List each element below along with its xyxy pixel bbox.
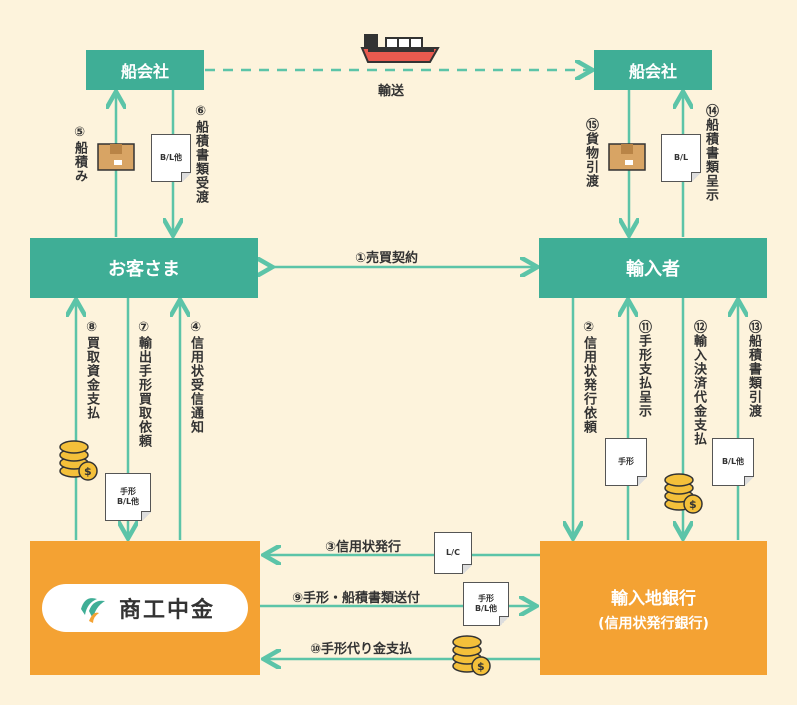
label-transport: 輸送 [378,84,405,99]
doc-text: B/L他 [116,497,140,506]
shokochukin-name: 商工中金 [118,598,215,623]
cargo-box-icon [97,143,135,171]
label-f4: ④信用状受信通知 [188,320,203,434]
shokochukin-logo: 商工中金 [42,584,248,632]
document-icon-bl-other: B/L他 [712,438,754,486]
label-f11: ⑪手形支払呈示 [636,320,651,418]
doc-text: 手形 [478,594,494,603]
label-f15: ⑮貨物引渡 [583,118,598,188]
label-f14: ⑭船積書類呈示 [703,104,718,202]
coins-icon: $ [452,635,491,676]
label-f5: ⑤船積み [72,125,87,183]
import-bank-title: 輸入地銀行 [611,588,696,609]
document-icon-bl: B/L [661,134,701,182]
shipping-company-left[interactable]: 船会社 [86,50,204,90]
ship-icon [360,34,440,63]
label-f8: ⑧買取資金支払 [84,320,99,420]
document-icon-lc: L/C [434,532,472,574]
label-f12: ⑫輸入決済代金支払 [691,320,706,446]
label-f7: ⑦輸出手形買取依頼 [136,320,151,448]
label-f6: ⑥船積書類受渡 [193,104,208,204]
shokochukin-logo-icon [80,598,105,623]
doc-text: B/L他 [474,604,498,613]
document-icon-tegata: 手形 [605,438,647,486]
label-f1: ①売買契約 [355,251,419,266]
document-icon-tegata-bl: 手形 B/L他 [105,473,151,521]
importer-box[interactable]: 輸入者 [539,238,767,298]
import-bank-subtitle: (信用状発行銀行) [598,615,709,632]
svg-text:$: $ [477,660,485,673]
cargo-box-icon [608,143,646,171]
label-f3: ③信用状発行 [325,540,402,555]
svg-text:$: $ [84,465,92,478]
doc-text: 手形 [120,487,136,496]
customer-box[interactable]: お客さま [30,238,258,298]
document-icon-bl-other: B/L他 [151,134,191,182]
coins-icon: $ [664,473,703,514]
label-f9: ⑨手形・船積書類送付 [292,591,421,606]
document-icon-tegata-bl: 手形 B/L他 [463,582,509,626]
svg-text:$: $ [689,498,697,511]
shokochukin-box[interactable]: 商工中金 [30,541,260,675]
label-f2: ②信用状発行依頼 [581,320,596,434]
import-bank-box[interactable]: 輸入地銀行 (信用状発行銀行) [540,541,767,675]
label-f10: ⑩手形代り金支払 [310,642,413,657]
shipping-company-right[interactable]: 船会社 [594,50,712,90]
label-f13: ⑬船積書類引渡 [746,320,761,418]
coins-icon: $ [59,440,98,481]
